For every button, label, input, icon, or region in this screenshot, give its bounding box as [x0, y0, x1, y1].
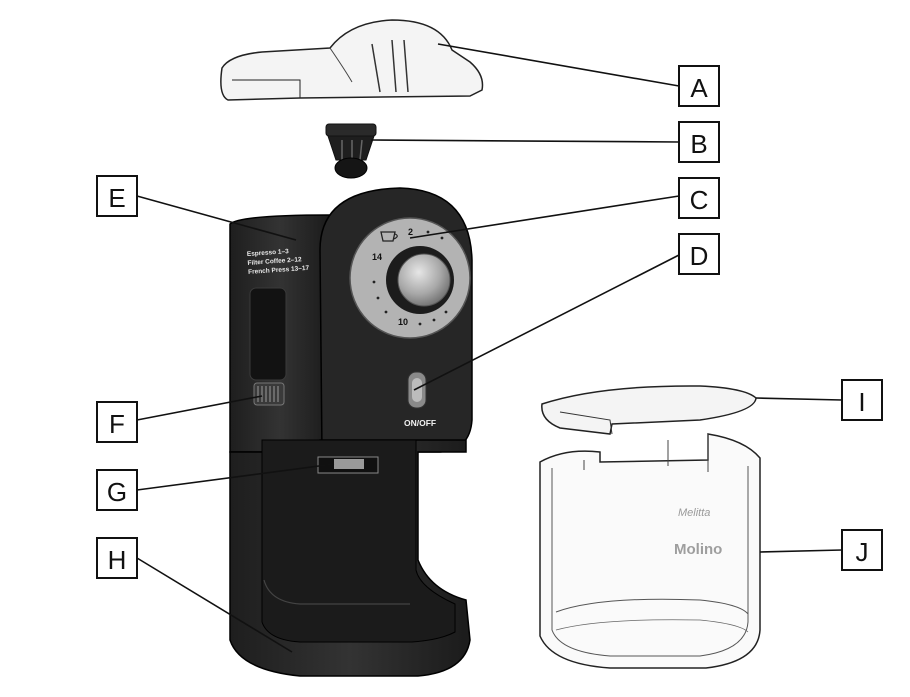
label-a: A — [678, 65, 720, 107]
switch-label: ON/OFF — [404, 418, 436, 428]
label-h-text: H — [108, 545, 127, 575]
label-b-text: B — [690, 129, 707, 159]
label-c: C — [678, 177, 720, 219]
label-g-text: G — [107, 477, 127, 507]
label-f: F — [96, 401, 138, 443]
label-i-text: I — [858, 387, 865, 417]
label-j: J — [841, 529, 883, 571]
label-j-text: J — [856, 537, 869, 567]
dial-mark-10: 10 — [398, 317, 408, 327]
label-f-text: F — [109, 409, 125, 439]
leader-h — [136, 557, 293, 653]
leader-j — [759, 549, 843, 553]
label-b: B — [678, 121, 720, 163]
label-e: E — [96, 175, 138, 217]
grind-guide-line-3: French Press 13–17 — [248, 265, 310, 276]
label-c-text: C — [690, 185, 709, 215]
dial-mark-14: 14 — [372, 252, 382, 262]
burr-insert — [325, 123, 377, 179]
product-name: Molino — [674, 541, 722, 558]
leader-g — [136, 463, 335, 491]
container-lid — [541, 385, 757, 435]
leader-c — [409, 195, 680, 239]
cup-icon — [380, 231, 398, 242]
label-boxes: A B C D E F G H — [96, 65, 883, 579]
on-off-switch: ON/OFF — [404, 371, 436, 428]
leader-b — [370, 139, 680, 143]
grind-dial: 2 14 10 — [349, 217, 471, 339]
dial-mark-2: 2 — [408, 227, 413, 237]
label-d-text: D — [690, 241, 709, 271]
grind-guide-text: Espresso 1–3 Filter Coffee 2–12 French P… — [247, 248, 310, 276]
grind-guide-line-1: Espresso 1–3 — [247, 248, 290, 258]
leader-d — [413, 254, 680, 391]
label-h: H — [96, 537, 138, 579]
leader-a — [437, 43, 680, 87]
coffee-container: Melitta Molino — [539, 433, 761, 669]
label-a-text: A — [690, 73, 708, 103]
hopper-lid — [220, 19, 484, 101]
label-e-text: E — [108, 183, 125, 213]
label-g: G — [96, 469, 138, 511]
grind-guide-line-2: Filter Coffee 2–12 — [247, 256, 302, 267]
leader-e — [136, 195, 297, 241]
dial-ticks — [372, 230, 448, 326]
leader-i — [755, 397, 843, 401]
label-d: D — [678, 233, 720, 275]
leader-lines — [136, 43, 843, 653]
brand-logo: Melitta — [678, 507, 710, 519]
label-i: I — [841, 379, 883, 421]
leader-f — [136, 395, 263, 421]
